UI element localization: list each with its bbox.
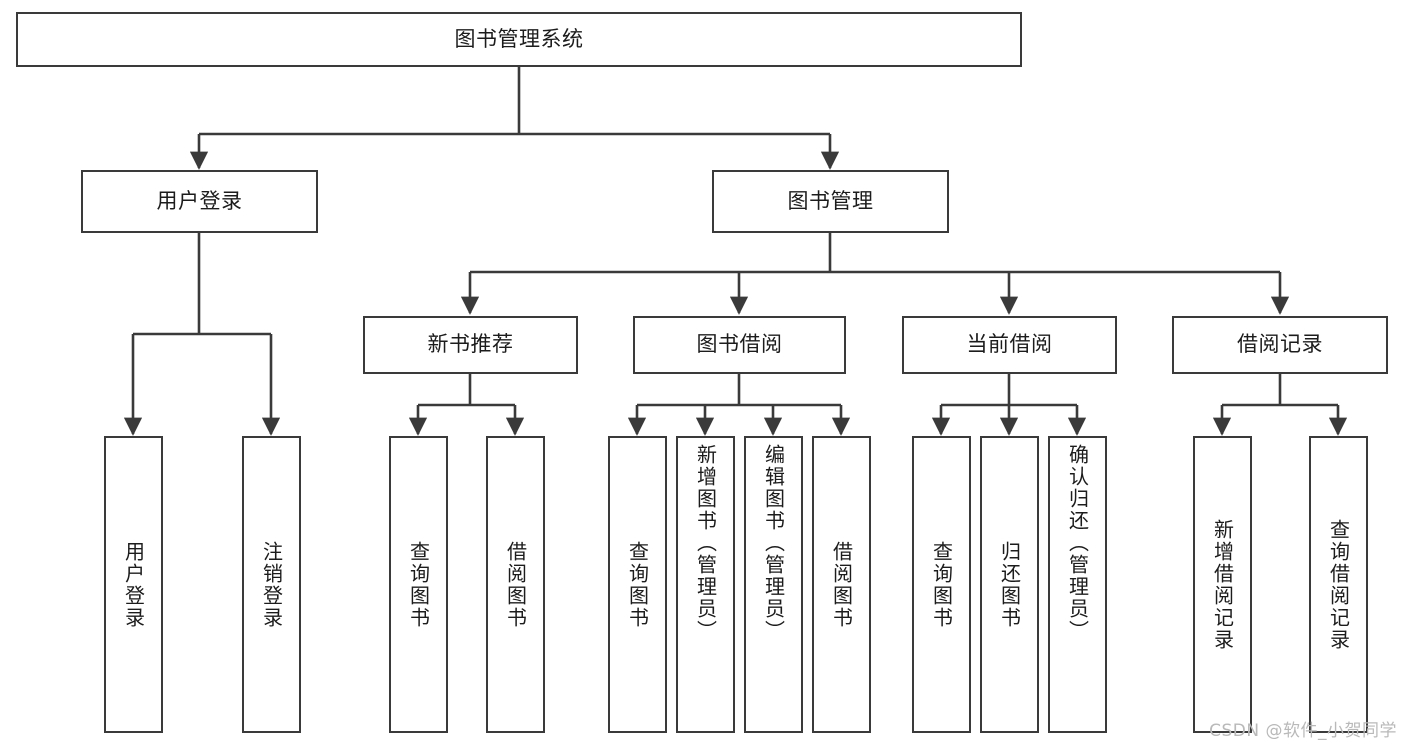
node-label: 借阅图书 (829, 540, 854, 629)
node-label: 注销登录 (259, 540, 284, 629)
node-label: 用户登录 (121, 540, 146, 629)
leaf-book-borrow-query-book[interactable]: 查询图书 (608, 436, 667, 733)
node-current-borrow[interactable]: 当前借阅 (902, 316, 1117, 374)
node-new-book-recommendation[interactable]: 新书推荐 (363, 316, 578, 374)
node-label: 归还图书 (997, 540, 1022, 629)
leaf-book-borrow-add-book-admin[interactable]: 新增图书（管理员） (676, 436, 735, 733)
node-label: 新书推荐 (427, 332, 514, 357)
node-label: 图书管理系统 (454, 26, 584, 51)
node-label: 查询图书 (625, 540, 650, 629)
node-book-management[interactable]: 图书管理 (712, 170, 949, 233)
leaf-borrow-record-query-record[interactable]: 查询借阅记录 (1309, 436, 1368, 733)
node-user-login[interactable]: 用户登录 (81, 170, 318, 233)
leaf-new-book-rec-borrow-book[interactable]: 借阅图书 (486, 436, 545, 733)
node-label: 确认归还（管理员） (1065, 444, 1090, 642)
leaf-current-borrow-query-book[interactable]: 查询图书 (912, 436, 971, 733)
leaf-user-login-logout[interactable]: 注销登录 (242, 436, 301, 733)
node-borrow-record[interactable]: 借阅记录 (1172, 316, 1388, 374)
node-label: 图书管理 (787, 188, 874, 213)
node-label: 借阅图书 (503, 540, 528, 629)
leaf-current-borrow-confirm-return-admin[interactable]: 确认归还（管理员） (1048, 436, 1107, 733)
node-label: 新增图书（管理员） (693, 444, 718, 642)
node-label: 查询图书 (929, 540, 954, 629)
node-label: 查询图书 (406, 540, 431, 629)
node-label: 编辑图书（管理员） (761, 444, 786, 642)
node-label: 图书借阅 (696, 332, 783, 357)
node-root-library-management-system[interactable]: 图书管理系统 (16, 12, 1022, 67)
leaf-borrow-record-add-record[interactable]: 新增借阅记录 (1193, 436, 1252, 733)
node-label: 当前借阅 (966, 332, 1053, 357)
node-label: 新增借阅记录 (1210, 518, 1235, 651)
node-label: 用户登录 (156, 188, 243, 213)
leaf-user-login-login[interactable]: 用户登录 (104, 436, 163, 733)
leaf-book-borrow-edit-book-admin[interactable]: 编辑图书（管理员） (744, 436, 803, 733)
leaf-current-borrow-return-book[interactable]: 归还图书 (980, 436, 1039, 733)
node-book-borrow[interactable]: 图书借阅 (633, 316, 846, 374)
node-label: 借阅记录 (1237, 332, 1323, 357)
leaf-new-book-rec-query-book[interactable]: 查询图书 (389, 436, 448, 733)
leaf-book-borrow-borrow-book[interactable]: 借阅图书 (812, 436, 871, 733)
node-label: 查询借阅记录 (1326, 518, 1351, 651)
